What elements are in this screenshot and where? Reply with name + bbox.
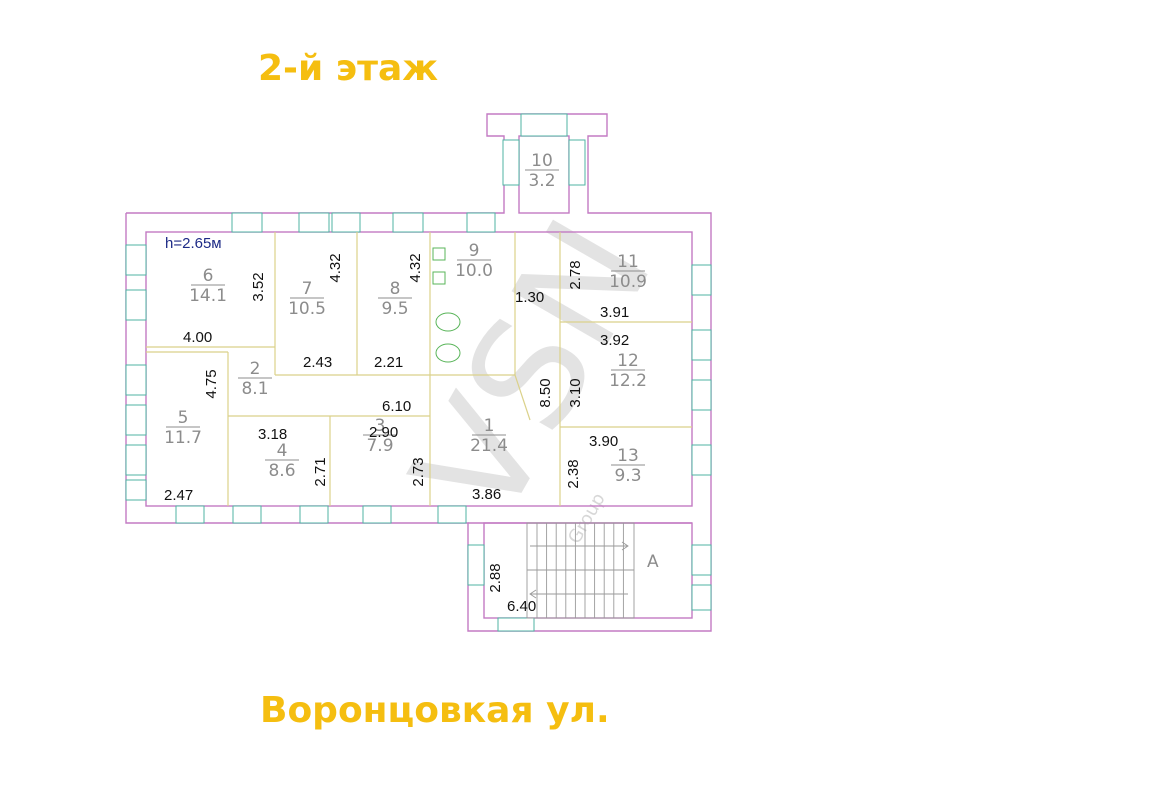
room-number: 10: [531, 151, 553, 171]
dimension-label: 4.00: [183, 329, 212, 346]
room-1: 121.4: [470, 416, 508, 456]
room-area: 10.9: [609, 272, 647, 292]
room-number: 13: [617, 446, 639, 466]
room-number: 12: [617, 351, 639, 371]
dimension-label: 6.40: [507, 598, 536, 615]
room-7: 710.5: [288, 279, 326, 319]
room-number: 8: [390, 279, 401, 299]
ceiling-height: h=2.65м: [165, 235, 222, 252]
room-area: 8.6: [268, 461, 295, 481]
dimension-label: 3.91: [600, 304, 629, 321]
room-area: 14.1: [189, 286, 227, 306]
watermark-subtext: Group: [564, 490, 610, 548]
plumbing-fixtures: [432, 247, 461, 363]
dimension-label: 2.73: [410, 457, 427, 486]
street-name: Воронцовкая ул.: [260, 690, 610, 731]
dimension-label: 3.18: [258, 426, 287, 443]
room-9: 910.0: [455, 241, 493, 281]
room-number: 9: [469, 241, 480, 261]
floor-title: 2-й этаж: [258, 48, 439, 89]
room-area: 21.4: [470, 436, 508, 456]
room-2: 28.1: [238, 359, 272, 399]
room-area: 10.5: [288, 299, 326, 319]
room-area: 11.7: [164, 428, 202, 448]
room-number: 11: [617, 252, 639, 272]
room-area: 9.3: [614, 466, 641, 486]
dimension-label: 4.75: [203, 369, 220, 398]
room-area: 12.2: [609, 371, 647, 391]
room-3: 37.9: [363, 416, 397, 456]
dimension-label: 2.47: [164, 487, 193, 504]
room-5: 511.7: [164, 408, 202, 448]
dimension-label: 3.86: [472, 486, 501, 503]
dimension-label: 3.52: [250, 272, 267, 301]
room-area: 10.0: [455, 261, 493, 281]
room-4: 48.6: [265, 441, 299, 481]
room-area: 8.1: [241, 379, 268, 399]
dimension-label: 2.88: [487, 563, 504, 592]
dimension-label: 2.90: [369, 424, 398, 441]
room-13: 139.3: [611, 446, 645, 486]
room-number: 4: [277, 441, 288, 461]
dimension-label: 3.10: [567, 378, 584, 407]
room-area: 9.5: [381, 299, 408, 319]
dimension-label: 4.32: [327, 253, 344, 282]
dimension-label: 6.10: [382, 398, 411, 415]
dimension-label: 2.38: [565, 459, 582, 488]
dimension-label: 2.71: [312, 457, 329, 486]
room-number: 3: [375, 416, 386, 436]
dimension-label: 3.92: [600, 332, 629, 349]
room-number: 6: [203, 266, 214, 286]
dimension-label: 2.78: [567, 260, 584, 289]
room-8: 89.5: [378, 279, 412, 319]
room-number: 2: [250, 359, 261, 379]
room-6: 614.1: [189, 266, 227, 306]
dimension-labels: 3.52 4.00 4.32 2.43 4.32 2.21 1.30 2.78 3.91 3.92…: [164, 253, 629, 615]
staircase: A: [526, 522, 659, 619]
dimension-label: 2.21: [374, 354, 403, 371]
room-number: 1: [484, 416, 495, 436]
dimension-label: 3.90: [589, 433, 618, 450]
room-number: 5: [178, 408, 189, 428]
room-area: 3.2: [528, 171, 555, 191]
dimension-label: 2.43: [303, 354, 332, 371]
stair-label: A: [647, 552, 659, 572]
room-number: 7: [302, 279, 313, 299]
interior-walls: [146, 232, 692, 506]
room-area: 7.9: [366, 436, 393, 456]
dimension-label: 8.50: [537, 378, 554, 407]
room-10: 103.2: [525, 151, 559, 191]
windows: [125, 113, 712, 632]
dimension-label: 1.30: [515, 289, 544, 306]
dimension-label: 4.32: [407, 253, 424, 282]
